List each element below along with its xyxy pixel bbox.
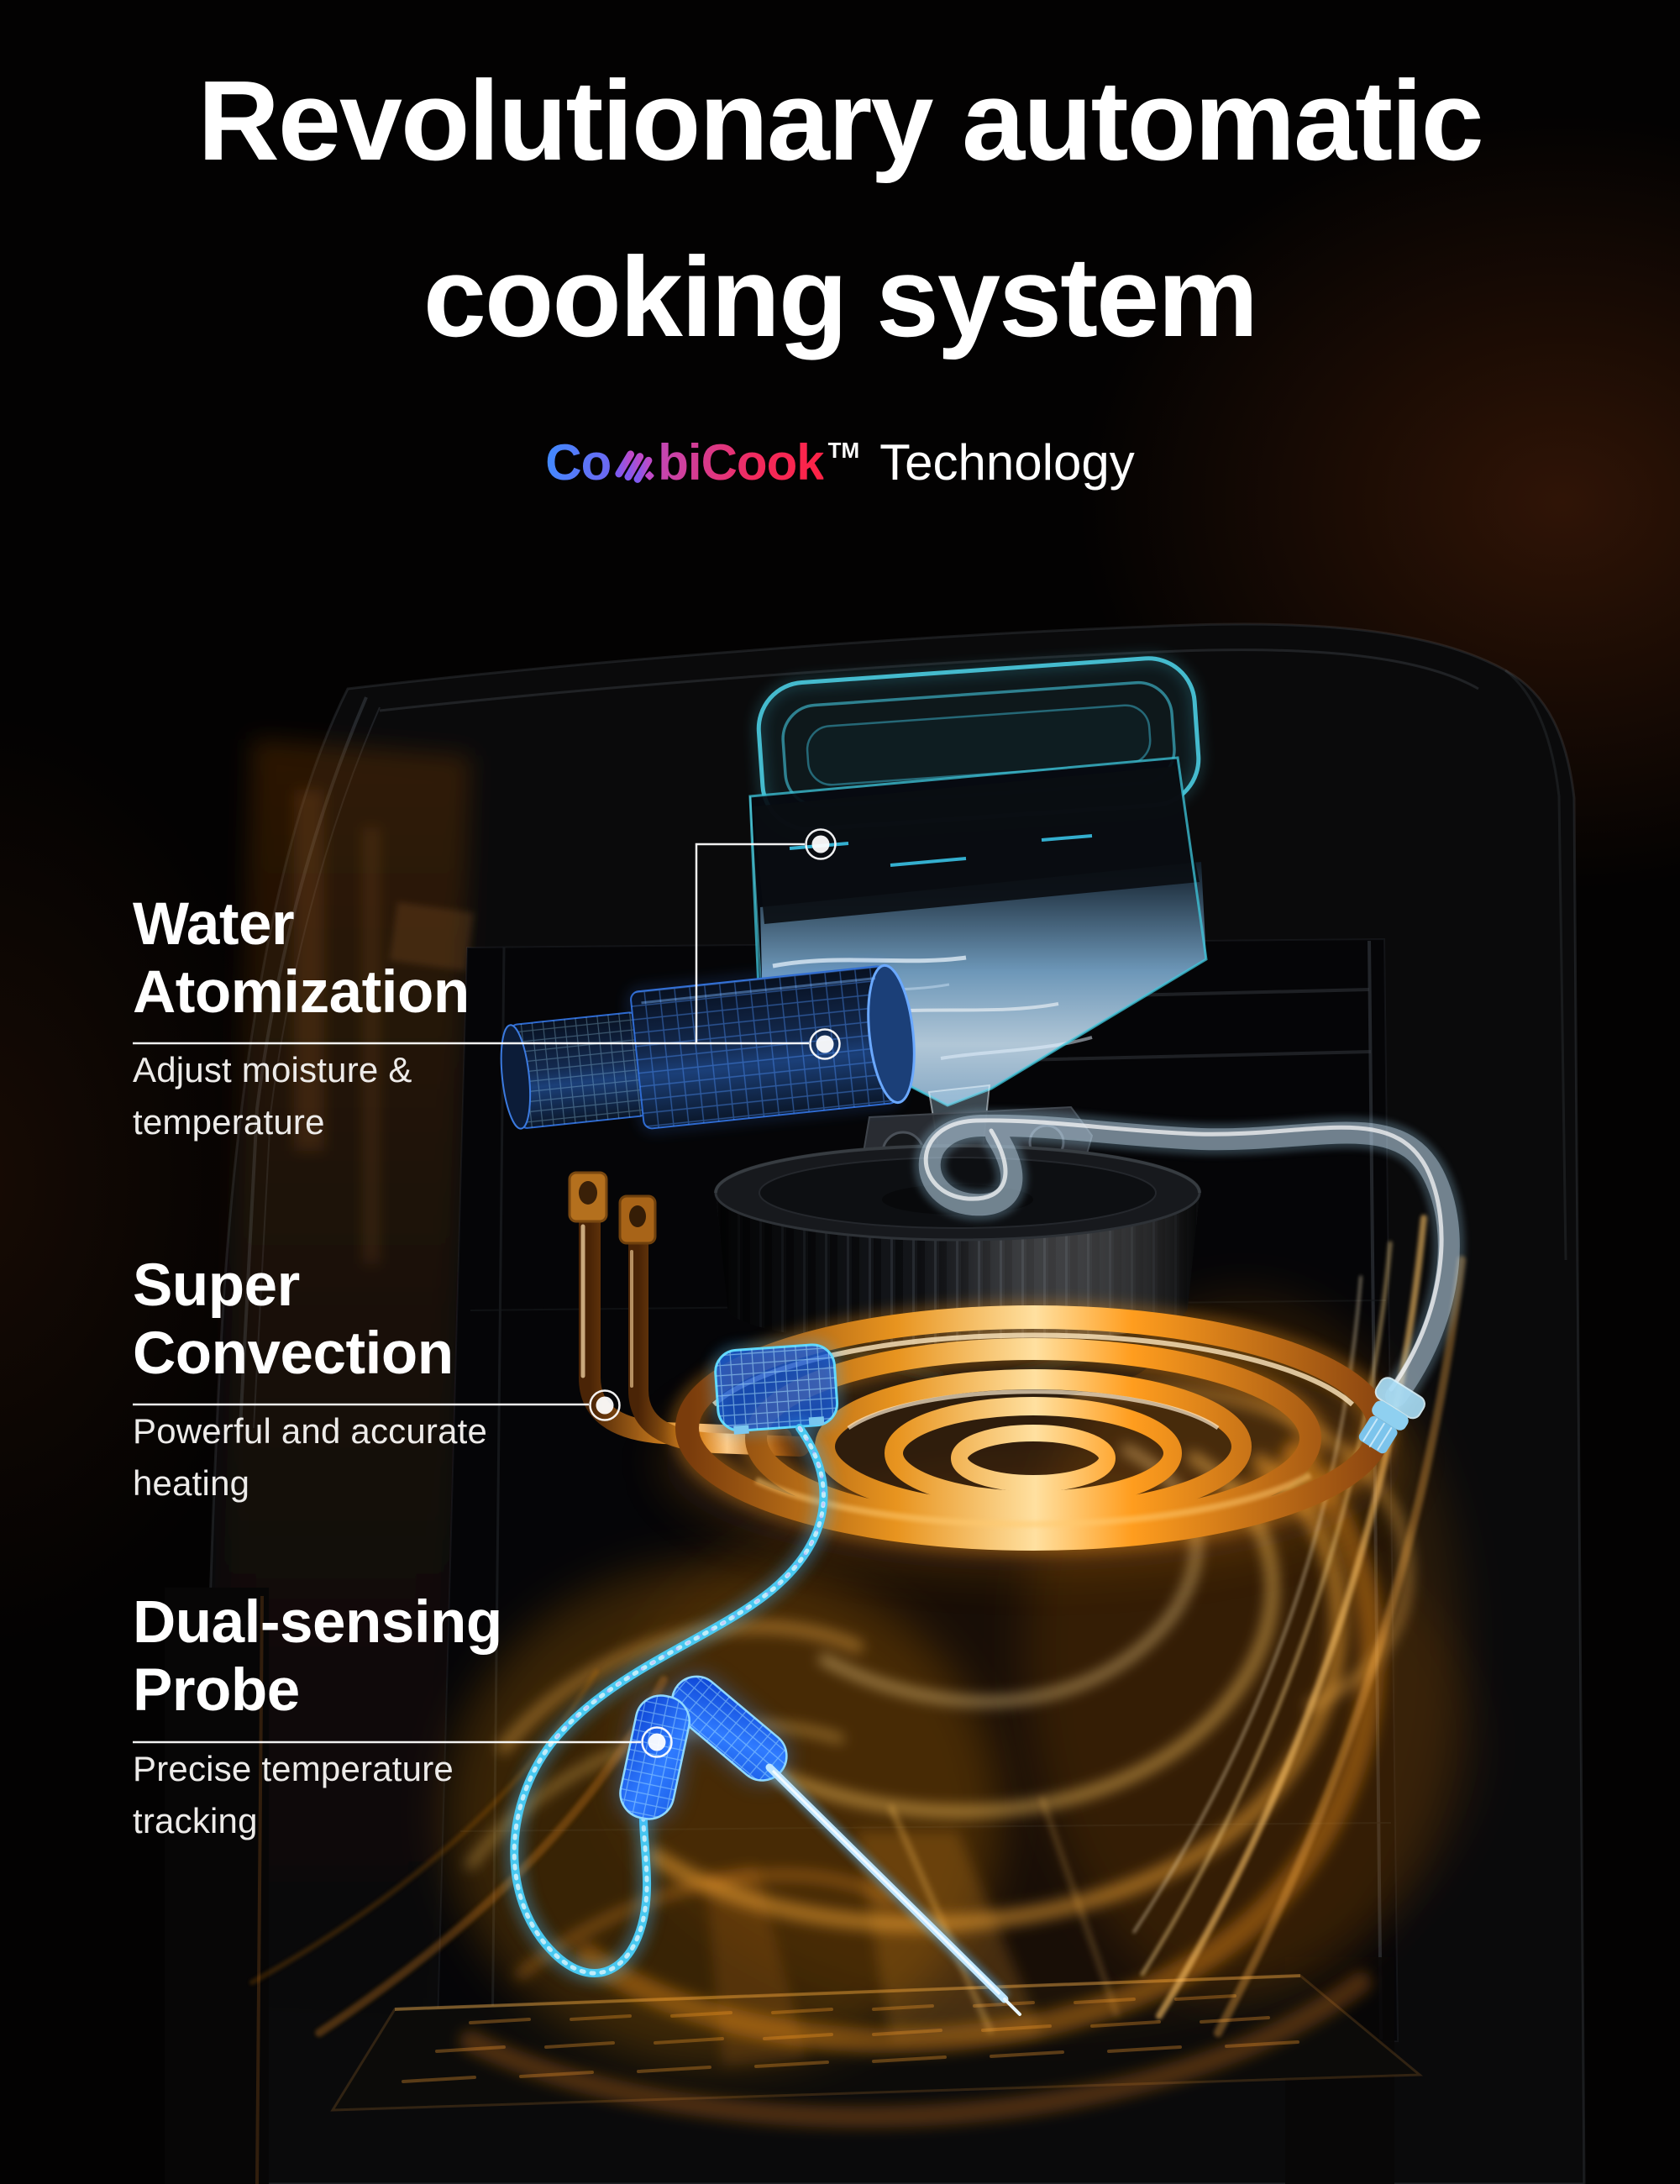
page-title: Revolutionary automatic cooking system <box>0 33 1680 386</box>
heating-coil <box>664 1300 1403 1571</box>
callout-dot-atomizer <box>809 1028 841 1060</box>
logo-text-bicook: biCook <box>658 434 824 491</box>
probe-connector-box <box>711 1341 841 1435</box>
feature-super-convection: Super Convection <box>133 1252 454 1388</box>
feature-title: Super Convection <box>133 1252 454 1387</box>
feature-super-convection-desc: Powerful and accurate heating <box>133 1411 488 1503</box>
callout-line-water-atomization <box>133 843 809 1045</box>
callout-dot-heater <box>589 1389 621 1421</box>
callout-dot-probe <box>641 1726 673 1758</box>
feature-water-atomization: Water Atomization <box>133 890 470 1026</box>
callouts <box>133 828 841 1758</box>
water-tube <box>913 1109 1465 1454</box>
feature-water-atomization-desc: Adjust moisture & temperature <box>133 1050 412 1142</box>
feature-dual-sensing-probe: Dual-sensing Probe <box>133 1588 502 1725</box>
page-title-line2: cooking system <box>423 234 1258 360</box>
callout-dot-tank <box>805 828 837 860</box>
logo-m-zigzag-icon <box>615 450 654 483</box>
logo-text-co: Co <box>545 434 612 491</box>
feature-dual-sensing-probe-desc: Precise temperature tracking <box>133 1749 454 1840</box>
feature-title: Dual-sensing Probe <box>133 1589 502 1724</box>
heater-terminals <box>568 1171 657 1245</box>
page-title-line1: Revolutionary automatic <box>197 57 1483 184</box>
nozzle <box>1358 1377 1425 1454</box>
brand-tagline: Technology <box>879 434 1135 491</box>
probe-cable <box>505 1419 833 1982</box>
left-glow-band <box>208 739 475 2033</box>
probe-needle <box>764 1761 1021 2016</box>
feature-title: Water Atomization <box>133 891 470 1026</box>
trademark-symbol: TM <box>827 438 860 463</box>
brand-lockup: Co biCook TM Technology <box>545 438 1134 488</box>
water-atomizer <box>500 963 916 1131</box>
